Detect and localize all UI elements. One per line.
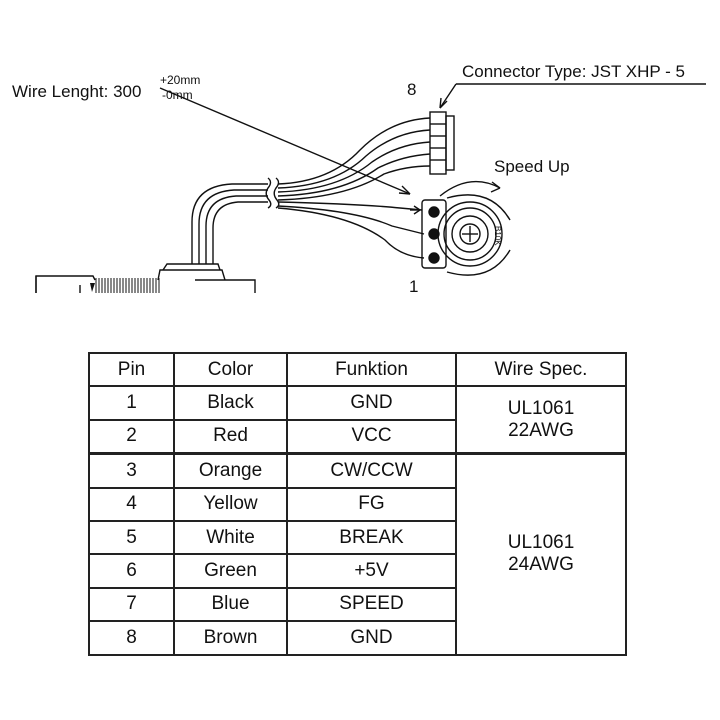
wire-bundle	[191, 117, 431, 264]
color-cell: Brown	[173, 620, 288, 656]
header-color: Color	[173, 351, 288, 388]
function-cell: SPEED	[286, 586, 457, 623]
motor-marker	[90, 283, 95, 292]
header-function: Funktion	[286, 351, 457, 388]
pin-1-label: 1	[409, 277, 419, 296]
potentiometer	[421, 194, 511, 276]
pin-assignment-table: Pin Color Funktion Wire Spec. 1 Black GN…	[88, 351, 627, 656]
wire-length-tolerance-minus: -0mm	[162, 88, 193, 102]
pin-cell: 7	[88, 586, 175, 623]
header-pin: Pin	[88, 351, 175, 388]
color-cell: Black	[173, 385, 288, 421]
connector-leader	[439, 83, 457, 109]
jst-connector	[429, 111, 455, 175]
table-header-row: Pin Color Funktion Wire Spec.	[88, 351, 627, 388]
color-cell: White	[173, 519, 288, 556]
function-cell: BREAK	[286, 519, 457, 556]
table-row: 3 Orange CW/CCW UL1061 24AWG	[88, 452, 627, 656]
speed-up-arrow	[439, 180, 501, 197]
table-row: 5 White BREAK	[88, 519, 626, 556]
pin-cell: 1	[88, 385, 175, 421]
pin-cell: 4	[88, 486, 175, 522]
wire-spec-type: UL1061	[507, 397, 575, 419]
table-row: 7 Blue SPEED	[88, 586, 626, 623]
function-cell: VCC	[286, 418, 457, 455]
wire-length-tolerance-plus: +20mm	[160, 73, 201, 87]
pin-8-label: 8	[407, 80, 417, 99]
motor-hatch	[95, 278, 160, 293]
table-row: 4 Yellow FG	[88, 486, 626, 522]
wire-spec-gauge: 24AWG	[508, 554, 574, 576]
motor-housing	[35, 275, 256, 293]
wire-length-leader	[159, 87, 411, 195]
wire-spec-cell-22awg: UL1061 22AWG	[455, 385, 627, 455]
cable-boot	[157, 263, 226, 281]
function-cell: +5V	[286, 553, 457, 589]
pin-cell: 2	[88, 418, 175, 455]
function-cell: FG	[286, 486, 457, 522]
function-cell: GND	[286, 385, 457, 421]
function-cell: GND	[286, 620, 457, 656]
table-row: 1 Black GND UL1061 22AWG	[88, 385, 627, 455]
wire-spec-type: UL1061	[507, 532, 575, 554]
pin-cell: 3	[88, 452, 175, 489]
header-wire-spec: Wire Spec.	[455, 351, 627, 388]
motor-wiring-drawing: B10K	[35, 83, 706, 293]
table-row: 6 Green +5V	[88, 553, 626, 589]
color-cell: Blue	[173, 586, 288, 623]
pin-cell: 6	[88, 553, 175, 589]
connector-type-label: Connector Type: JST XHP - 5	[462, 62, 686, 81]
color-cell: Green	[173, 553, 288, 589]
speed-up-label: Speed Up	[494, 157, 570, 176]
color-cell: Orange	[173, 452, 288, 489]
color-cell: Red	[173, 418, 288, 455]
function-cell: CW/CCW	[286, 452, 457, 489]
color-cell: Yellow	[173, 486, 288, 522]
table-row: 2 Red VCC	[88, 418, 626, 455]
wire-length-label: Wire Lenght: 300	[12, 82, 142, 101]
pin-cell: 5	[88, 519, 175, 556]
table-row: 8 Brown GND	[88, 620, 626, 656]
pot-marking: B10K	[493, 226, 502, 246]
wire-spec-gauge: 22AWG	[508, 419, 574, 441]
pin-cell: 8	[88, 620, 175, 656]
wire-spec-cell-24awg: UL1061 24AWG	[455, 452, 627, 656]
